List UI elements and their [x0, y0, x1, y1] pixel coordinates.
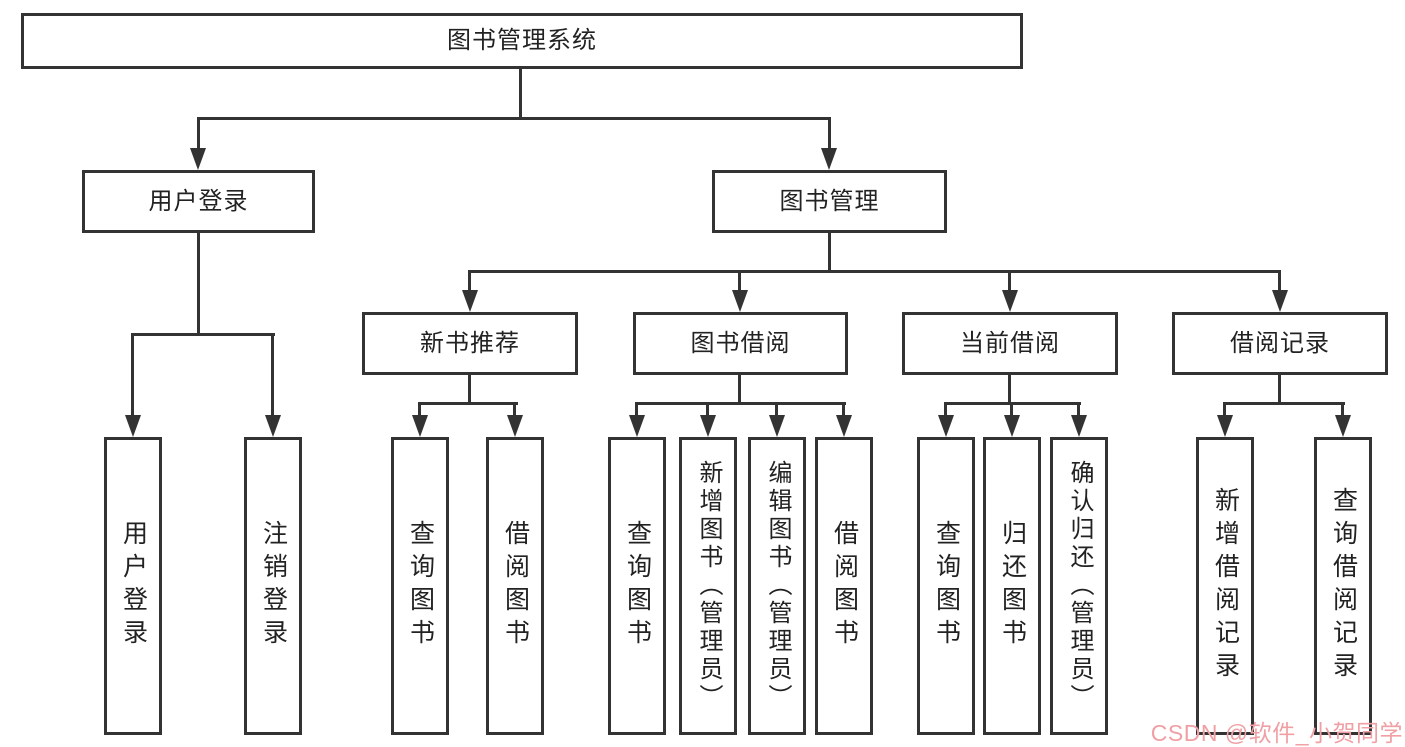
connector-line — [1008, 375, 1011, 404]
arrow-down-icon — [1272, 290, 1288, 312]
node-book-borrowing: 图书借阅 — [633, 312, 848, 375]
connector-line — [944, 402, 947, 418]
node-label: 用户登录 — [148, 187, 249, 215]
connector-line — [738, 375, 741, 404]
node-borrowing-records: 借阅记录 — [1172, 312, 1388, 375]
connector-line — [842, 402, 845, 418]
node-label: 新书推荐 — [420, 329, 520, 357]
leaf-br-query-record: 查询借阅记录 — [1314, 437, 1372, 735]
leaf-label: 确认归还（管理员） — [1066, 460, 1093, 712]
leaf-label: 编辑图书（管理员） — [764, 460, 791, 712]
connector-line — [468, 375, 471, 404]
connector-line — [1223, 402, 1226, 418]
connector-line — [635, 402, 846, 405]
arrow-down-icon — [190, 148, 206, 170]
leaf-bb-edit-books-admin: 编辑图书（管理员） — [748, 437, 806, 735]
node-label: 借阅记录 — [1230, 329, 1330, 357]
connector-line — [1010, 402, 1013, 418]
leaf-bb-query-books: 查询图书 — [608, 437, 666, 735]
connector-line — [1341, 402, 1344, 418]
leaf-bb-add-books-admin: 新增图书（管理员） — [679, 437, 737, 735]
connector-line — [1008, 270, 1011, 292]
connector-line — [1077, 402, 1080, 418]
leaf-label: 注销登录 — [259, 520, 288, 652]
leaf-cb-query-books: 查询图书 — [917, 437, 975, 735]
connector-line — [418, 402, 421, 418]
arrow-down-icon — [1002, 290, 1018, 312]
arrow-down-icon — [412, 415, 428, 437]
node-label: 图书借阅 — [690, 329, 791, 357]
arrow-down-icon — [1335, 415, 1351, 437]
connector-line — [513, 402, 516, 418]
arrow-down-icon — [769, 415, 785, 437]
leaf-label: 新增图书（管理员） — [695, 460, 722, 712]
node-label: 图书管理 — [779, 187, 880, 215]
leaf-cb-return-books: 归还图书 — [983, 437, 1041, 735]
connector-line — [828, 117, 831, 152]
arrow-down-icon — [732, 290, 748, 312]
leaf-label: 查询图书 — [406, 520, 435, 652]
node-label: 当前借阅 — [960, 329, 1060, 357]
leaf-br-add-record: 新增借阅记录 — [1196, 437, 1254, 735]
leaf-label: 新增借阅记录 — [1211, 487, 1240, 685]
leaf-label: 归还图书 — [998, 520, 1027, 652]
leaf-label: 借阅图书 — [501, 520, 530, 652]
connector-line — [197, 233, 200, 335]
connector-line — [1278, 375, 1281, 404]
connector-line — [197, 117, 200, 152]
connector-line — [635, 402, 638, 418]
connector-line — [418, 402, 518, 405]
arrow-down-icon — [462, 290, 478, 312]
leaf-label: 用户登录 — [119, 520, 148, 652]
connector-line — [131, 333, 275, 336]
connector-line — [131, 333, 134, 417]
node-label: 图书管理系统 — [447, 27, 597, 54]
leaf-user-login: 用户登录 — [104, 437, 162, 735]
arrow-down-icon — [1071, 415, 1087, 437]
connector-line — [1278, 270, 1281, 292]
csdn-watermark: CSDN @软件_小贺同学 — [1150, 720, 1403, 746]
connector-line — [468, 270, 471, 292]
leaf-nbr-borrow-books: 借阅图书 — [486, 437, 544, 735]
leaf-logout: 注销登录 — [244, 437, 302, 735]
leaf-label: 查询图书 — [932, 520, 961, 652]
node-new-book-recommend: 新书推荐 — [362, 312, 578, 375]
leaf-label: 查询图书 — [623, 520, 652, 652]
connector-line — [775, 402, 778, 418]
connector-line — [271, 333, 274, 417]
node-library-management-system: 图书管理系统 — [21, 13, 1023, 69]
arrow-down-icon — [125, 415, 141, 437]
connector-line — [1223, 402, 1345, 405]
arrow-down-icon — [836, 415, 852, 437]
connector-line — [468, 270, 1281, 273]
leaf-label: 借阅图书 — [830, 520, 859, 652]
arrow-down-icon — [938, 415, 954, 437]
arrow-down-icon — [700, 415, 716, 437]
arrow-down-icon — [507, 415, 523, 437]
connector-line — [706, 402, 709, 418]
arrow-down-icon — [265, 415, 281, 437]
node-current-borrowing: 当前借阅 — [902, 312, 1118, 375]
leaf-label: 查询借阅记录 — [1329, 487, 1358, 685]
connector-line — [738, 270, 741, 292]
connector-line — [519, 69, 522, 119]
leaf-nbr-query-books: 查询图书 — [391, 437, 449, 735]
leaf-bb-borrow-books: 借阅图书 — [815, 437, 873, 735]
connector-line — [197, 117, 831, 120]
connector-line — [828, 233, 831, 273]
arrow-down-icon — [1004, 415, 1020, 437]
arrow-down-icon — [629, 415, 645, 437]
arrow-down-icon — [821, 148, 837, 170]
node-user-login-branch: 用户登录 — [82, 170, 315, 233]
node-book-management: 图书管理 — [712, 170, 947, 233]
leaf-cb-confirm-return-admin: 确认归还（管理员） — [1050, 437, 1108, 735]
arrow-down-icon — [1217, 415, 1233, 437]
